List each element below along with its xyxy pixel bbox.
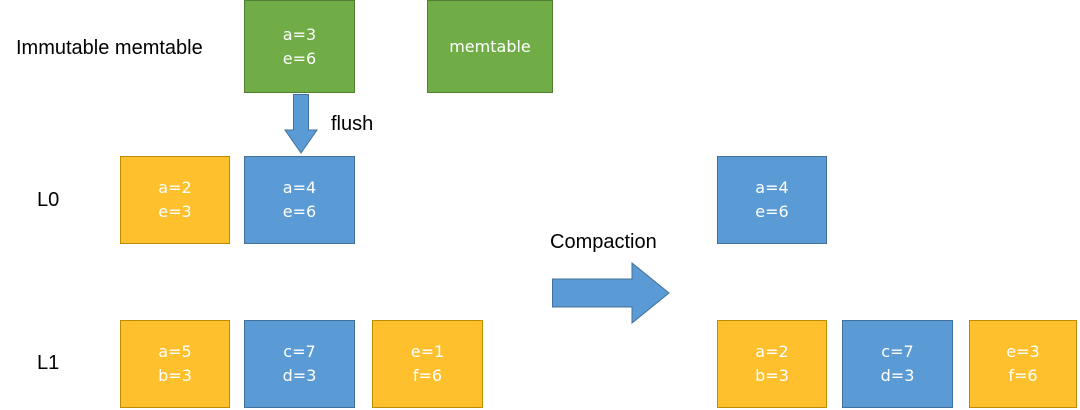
- flush-label: flush: [331, 113, 374, 135]
- sstable-line1: a=4: [282, 178, 317, 197]
- l0-sstable-before: a=2 e=3: [120, 156, 230, 244]
- sstable-line1: c=7: [283, 342, 316, 361]
- immutable-memtable-line2: e=6: [282, 48, 317, 68]
- sstable-line2: b=3: [755, 366, 789, 385]
- immutable-memtable-line1: a=3: [282, 24, 317, 44]
- memtable-box: memtable: [427, 0, 553, 93]
- sstable-line2: d=3: [282, 366, 317, 385]
- sstable-line2: b=3: [158, 366, 192, 385]
- flush-arrow-icon: [284, 94, 318, 154]
- level-l1-label: L1: [37, 352, 60, 374]
- sstable-line2: e=3: [158, 202, 192, 221]
- l1-sstable-after: e=3 f=6: [969, 320, 1077, 408]
- sstable-line1: a=5: [158, 342, 192, 361]
- immutable-memtable-label: Immutable memtable: [16, 37, 203, 59]
- l0-sstable-after: a=4 e=6: [717, 156, 827, 244]
- sstable-line2: d=3: [880, 366, 915, 385]
- compaction-arrow-icon: [552, 262, 670, 324]
- sstable-line2: f=6: [412, 366, 443, 385]
- sstable-line1: e=1: [410, 342, 445, 361]
- sstable-line2: e=6: [282, 202, 317, 221]
- l0-sstable-before: a=4 e=6: [244, 156, 355, 244]
- sstable-line2: e=6: [755, 202, 789, 221]
- memtable-text: memtable: [449, 36, 531, 56]
- l1-sstable-before: c=7 d=3: [244, 320, 355, 408]
- sstable-line1: a=4: [755, 178, 789, 197]
- sstable-line2: f=6: [1008, 366, 1038, 385]
- sstable-line1: a=2: [158, 178, 192, 197]
- l1-sstable-after: a=2 b=3: [717, 320, 827, 408]
- l1-sstable-before: a=5 b=3: [120, 320, 230, 408]
- immutable-memtable-box: a=3 e=6: [244, 0, 355, 93]
- l1-sstable-after: c=7 d=3: [842, 320, 953, 408]
- l1-sstable-before: e=1 f=6: [372, 320, 483, 408]
- sstable-line1: a=2: [755, 342, 789, 361]
- sstable-line1: c=7: [881, 342, 914, 361]
- compaction-label: Compaction: [550, 231, 657, 253]
- sstable-line1: e=3: [1006, 342, 1040, 361]
- level-l0-label: L0: [37, 189, 60, 211]
